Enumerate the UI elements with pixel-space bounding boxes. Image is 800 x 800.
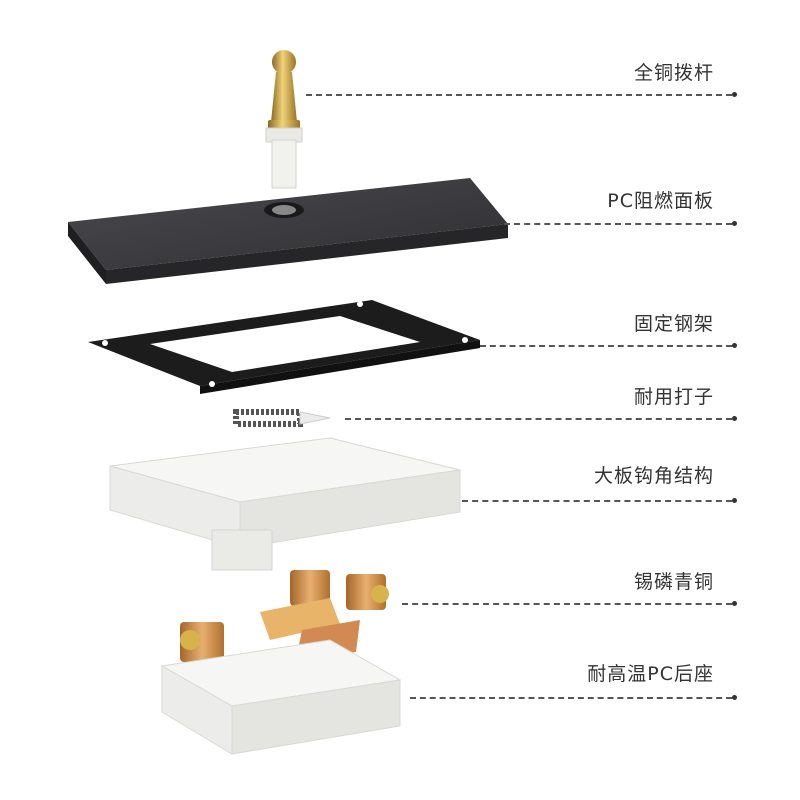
leader-dot-contacts — [732, 601, 737, 606]
steel-bracket — [88, 300, 480, 394]
callout-label-panel: PC阻燃面板 — [607, 186, 714, 213]
spring-striker-icon — [236, 412, 330, 424]
leader-dot-lever — [732, 92, 737, 97]
leader-striker — [345, 418, 732, 420]
leader-base — [410, 697, 732, 699]
terminal-screw-icon — [180, 630, 200, 650]
corner-frame — [110, 438, 460, 570]
leader-corner — [462, 500, 732, 502]
callout-label-contacts: 锡磷青铜 — [634, 567, 714, 594]
callout-label-lever: 全铜拨杆 — [634, 58, 714, 85]
leader-dot-panel — [732, 221, 737, 226]
leader-dot-base — [732, 695, 737, 700]
leader-dot-striker — [732, 416, 737, 421]
callout-label-corner: 大板钩角结构 — [594, 461, 714, 488]
callout-label-bracket: 固定钢架 — [634, 309, 714, 336]
pc-panel — [68, 178, 508, 284]
leader-lever — [306, 94, 732, 96]
leader-panel — [504, 223, 732, 225]
leader-dot-corner — [732, 498, 737, 503]
brass-lever-icon — [266, 50, 302, 188]
leader-bracket — [480, 345, 732, 347]
leader-dot-bracket — [732, 343, 737, 348]
leader-contacts — [402, 603, 732, 605]
callout-label-striker: 耐用打子 — [634, 382, 714, 409]
callout-label-base: 耐高温PC后座 — [587, 659, 714, 686]
